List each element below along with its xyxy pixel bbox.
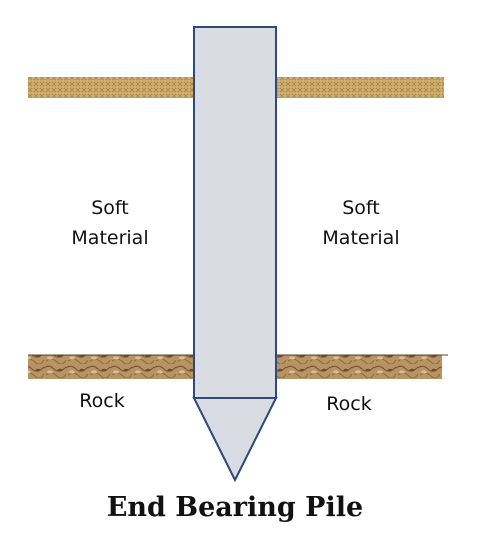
top-soil-layer-left [28, 77, 194, 98]
rock-label-right: Rock [326, 393, 371, 415]
rock-label-left: Rock [79, 390, 124, 412]
pile-tip [192, 397, 278, 483]
soft-material-left-line1: Soft [91, 197, 129, 219]
soft-material-left-line2: Material [71, 227, 148, 249]
soft-material-right-line2: Material [322, 227, 399, 249]
soft-material-right-line1: Soft [342, 197, 380, 219]
rock-layer-right [276, 355, 442, 379]
pile-shaft [193, 26, 277, 399]
diagram-caption: End Bearing Pile [107, 492, 363, 523]
top-soil-layer-right [276, 77, 444, 98]
rock-layer-left [28, 355, 194, 379]
